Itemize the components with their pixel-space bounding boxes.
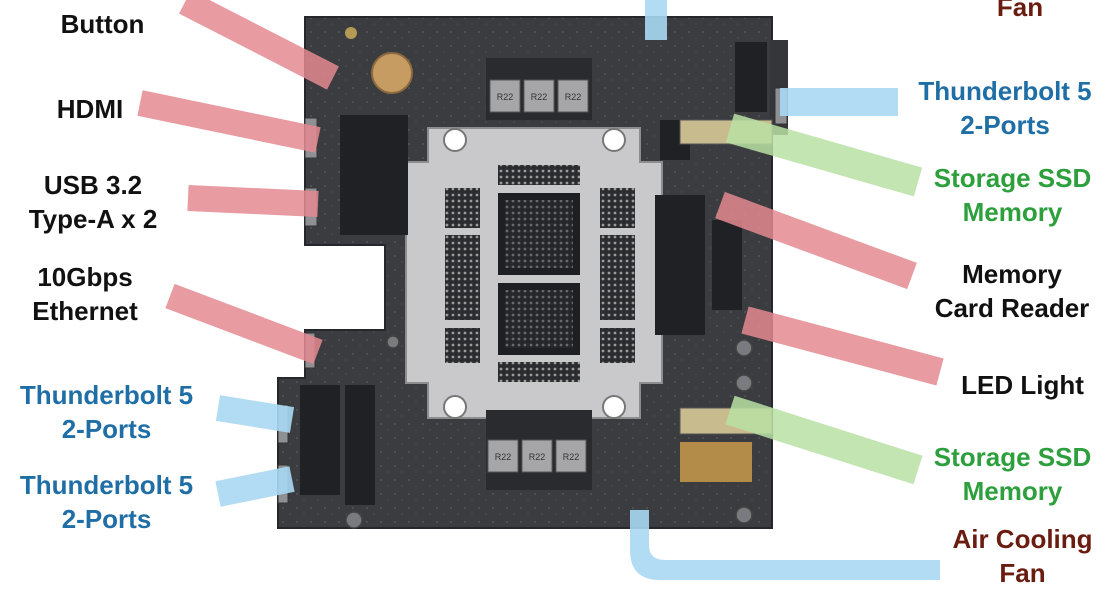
inductor-marking: R22 bbox=[565, 92, 582, 102]
label-ssd-bottom: Storage SSD Memory bbox=[933, 442, 1092, 506]
top-inductor-cluster: R22 R22 R22 bbox=[486, 58, 592, 120]
label-ssd-top: Storage SSD Memory bbox=[933, 163, 1092, 227]
tb-left-2-pointer bbox=[215, 466, 295, 507]
label-card-reader: Memory Card Reader bbox=[934, 259, 1090, 323]
bottom-inductor-cluster: R22 R22 R22 bbox=[486, 410, 592, 490]
tb-left-1-pointer bbox=[215, 395, 295, 433]
board-hole bbox=[345, 27, 357, 39]
inductor-marking: R22 bbox=[497, 92, 514, 102]
tb-right-pointer bbox=[780, 88, 898, 116]
hdmi-pointer bbox=[137, 90, 321, 153]
label-usb: USB 3.2 Type-A x 2 bbox=[28, 170, 158, 234]
label-led: LED Light bbox=[961, 370, 1084, 400]
inductor-marking: R22 bbox=[495, 452, 512, 462]
usb-pointer bbox=[187, 185, 319, 217]
ssd-top-pointer bbox=[725, 113, 923, 197]
label-tb-right: Thunderbolt 5 2-Ports bbox=[918, 76, 1092, 140]
button-pointer bbox=[179, 0, 339, 90]
ethernet-pointer bbox=[165, 283, 323, 365]
label-ethernet: 10Gbps Ethernet bbox=[32, 262, 138, 326]
label-tb-left-2: Thunderbolt 5 2-Ports bbox=[19, 470, 194, 534]
ssd-bottom-pointer bbox=[725, 395, 923, 485]
fan-bottom-duct bbox=[630, 510, 940, 580]
led-pointer bbox=[741, 306, 944, 386]
label-button: Button bbox=[60, 9, 145, 39]
card-reader-pointer bbox=[715, 191, 917, 290]
inductor-marking: R22 bbox=[529, 452, 546, 462]
heatsink-bracket bbox=[405, 127, 663, 419]
thermal-pad bbox=[680, 442, 752, 482]
inductor-marking: R22 bbox=[563, 452, 580, 462]
copper-pad bbox=[371, 52, 413, 94]
label-fan-top: Fan bbox=[996, 0, 1044, 22]
label-tb-left-1: Thunderbolt 5 2-Ports bbox=[19, 380, 194, 444]
fan-top-duct bbox=[645, 0, 667, 40]
label-hdmi: HDMI bbox=[56, 94, 124, 124]
label-fan-bottom: Air Cooling Fan bbox=[952, 524, 1093, 588]
standoffs bbox=[345, 335, 753, 529]
board-components bbox=[300, 42, 767, 505]
inductor-marking: R22 bbox=[531, 92, 548, 102]
